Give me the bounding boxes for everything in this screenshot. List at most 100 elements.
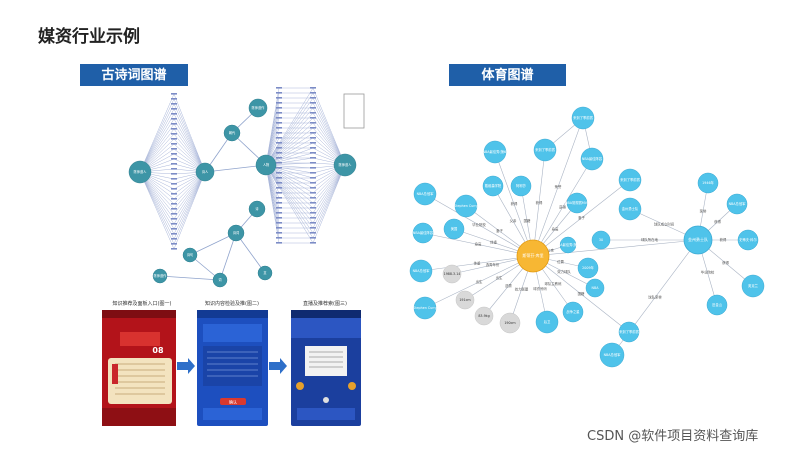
sports-node[interactable] — [454, 194, 478, 218]
poetry-node[interactable] — [257, 265, 273, 281]
sports-edge-label: 荣誉 — [700, 209, 707, 214]
poetry-node[interactable] — [223, 124, 241, 142]
poetry-node[interactable] — [333, 153, 357, 177]
sports-node[interactable] — [599, 342, 625, 368]
sports-node[interactable] — [618, 168, 642, 192]
sports-node[interactable] — [409, 259, 433, 283]
sports-node[interactable] — [559, 236, 577, 254]
sports-node[interactable] — [697, 172, 719, 194]
sports-node-label: 后卫 — [544, 319, 551, 324]
phone-2-confirm-button[interactable] — [220, 398, 246, 405]
center-player-label: 斯蒂芬·库里 — [522, 252, 543, 258]
sports-edge-label: 妻子 — [578, 215, 585, 220]
sports-node[interactable] — [706, 294, 728, 316]
poetry-node[interactable] — [212, 272, 228, 288]
poetry-node-label: 诗 — [255, 206, 259, 211]
sports-node-label: 金州勇士队 — [622, 206, 639, 211]
sports-node[interactable] — [591, 230, 611, 250]
sports-node[interactable] — [566, 192, 588, 214]
sports-node-label: Stephen Curry — [454, 204, 478, 208]
sports-node[interactable] — [737, 229, 759, 251]
sports-node-label: 阿耶莎 — [516, 183, 527, 188]
sports-node[interactable] — [455, 290, 475, 310]
sports-node[interactable] — [585, 278, 605, 298]
poetry-node-label: 诗人 — [202, 169, 209, 174]
sports-node-label: NBA最佳阵容 — [413, 230, 434, 235]
sports-node[interactable] — [562, 301, 584, 323]
sports-node[interactable] — [510, 175, 532, 197]
sports-node[interactable] — [571, 106, 595, 130]
poetry-node-label: 词 — [218, 277, 221, 282]
sports-node[interactable] — [618, 197, 642, 221]
sports-edge-label: 妻子 — [496, 228, 503, 233]
poetry-node[interactable] — [248, 98, 268, 118]
sports-node[interactable] — [580, 147, 604, 171]
sports-node[interactable] — [482, 175, 504, 197]
phone-1: 08 — [102, 310, 176, 426]
sports-node-label: 奥克兰 — [748, 283, 759, 288]
sports-node[interactable] — [741, 274, 765, 298]
watermark: CSDN @软件项目资料查询库 — [587, 429, 759, 444]
arrow-right-icon — [177, 358, 195, 374]
sports-node-label: NBA总冠军 — [729, 201, 747, 206]
phone-1-date: 08 — [152, 346, 164, 355]
sports-edge-label: 选秀年份 — [486, 262, 500, 267]
sports-node[interactable] — [442, 264, 462, 284]
poetry-node[interactable] — [255, 154, 277, 176]
sports-edge-label: 父亲 — [547, 248, 554, 253]
sports-node[interactable] — [413, 296, 437, 320]
sports-edge-label: 父亲 — [510, 218, 517, 223]
team-hub-node[interactable] — [683, 225, 713, 255]
sports-node-label: NBA最佳阵容 — [582, 156, 603, 161]
poetry-node[interactable] — [195, 162, 215, 182]
sports-node[interactable] — [577, 257, 599, 279]
sports-node-label: NBA最佳秀(第6) — [556, 242, 581, 247]
phone-screenshots: 知识推荐及面板入口(图一) 知识内容检验及推(图二) 直播及推荐索(图三) 08 — [102, 300, 361, 426]
team-hub-label: 金州勇士队 — [688, 236, 708, 242]
sports-node-label: 史蒂夫·科尔 — [739, 237, 757, 242]
sports-node[interactable] — [474, 306, 494, 326]
sports-node[interactable] — [412, 222, 434, 244]
sports-edge-label: 毕业院校 — [701, 270, 715, 275]
poetry-node[interactable] — [182, 247, 198, 263]
sports-node-label: NBA最佳秀(第6) — [483, 149, 508, 154]
sports-edge-label: 选秀 — [505, 283, 512, 288]
center-player-node[interactable] — [516, 239, 550, 273]
sports-edge-label: 获得 — [720, 237, 727, 242]
legend-box — [343, 93, 365, 129]
sports-node[interactable] — [499, 312, 521, 334]
sports-node-label: 旧金山 — [712, 302, 722, 307]
poetry-node-label: 意 — [263, 270, 266, 275]
sports-node[interactable] — [726, 193, 748, 215]
poetry-node-label: 陈师道人 — [339, 162, 353, 167]
poetry-node[interactable] — [227, 224, 245, 242]
sports-edge-label: 球队主教练 — [545, 281, 563, 286]
poetry-node-label: 人物 — [263, 162, 270, 167]
sports-node-label: 1946年 — [702, 180, 714, 185]
sports-node[interactable] — [443, 218, 465, 240]
phone-3 — [291, 310, 361, 426]
poetry-node[interactable] — [128, 160, 152, 184]
sports-node[interactable] — [483, 140, 507, 164]
sports-node-label: 191cm — [459, 298, 470, 302]
sports-edge-label: 获得 — [722, 260, 729, 265]
arrow-right-icon — [269, 358, 287, 374]
sports-node[interactable] — [533, 138, 557, 162]
sports-node-label: 来到了季前赛 — [619, 329, 639, 334]
phone-3-caption: 直播及推荐索(图三) — [303, 300, 347, 307]
sports-edge-label: 体重 — [474, 261, 481, 266]
sports-edge-label: 球队成立时间 — [654, 222, 675, 227]
sports-node[interactable] — [413, 182, 437, 206]
sports-node-label: NBA — [592, 286, 600, 290]
poetry-node-label: 陈师道作 — [154, 273, 168, 278]
sports-node-label: 30 — [599, 238, 603, 242]
poetry-node[interactable] — [248, 200, 266, 218]
sports-edge-label: 获得 — [536, 200, 543, 205]
sports-edge-label: 获得 — [714, 219, 721, 224]
poetry-node[interactable] — [152, 268, 168, 284]
sports-node[interactable] — [535, 310, 559, 334]
sports-node[interactable] — [618, 321, 640, 343]
poetry-node-label: 诗句 — [187, 252, 193, 257]
phone-2-button-label: 确认 — [229, 399, 237, 405]
sports-node-label: 来到了季前赛 — [573, 115, 593, 120]
